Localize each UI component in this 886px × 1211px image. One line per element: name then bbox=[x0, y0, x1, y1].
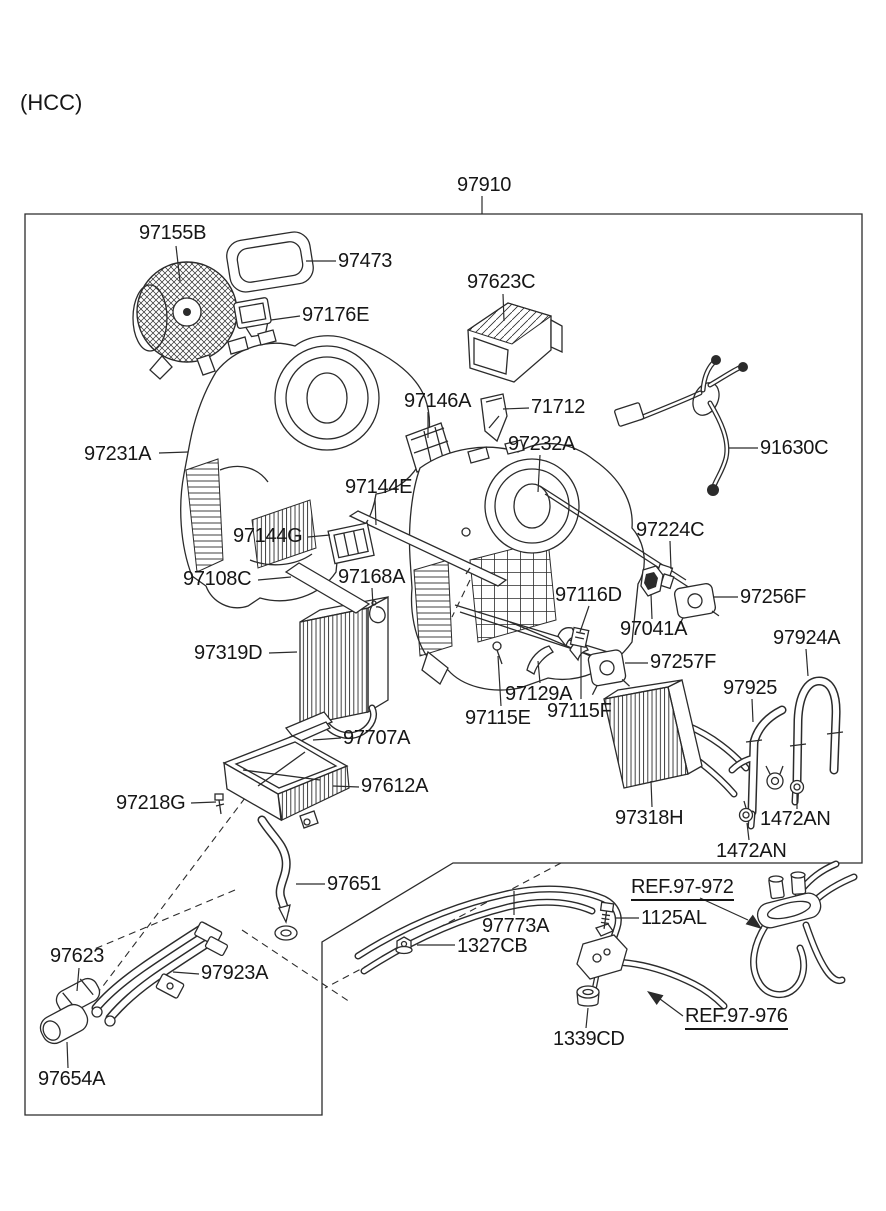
wiring-harness-91630C bbox=[614, 355, 748, 496]
ac-pipes-97773A bbox=[354, 885, 728, 1010]
drain-tray-97612A bbox=[222, 735, 350, 829]
clamp-1472AN-c bbox=[738, 800, 754, 823]
ref-arrow-97-976 bbox=[647, 991, 684, 1017]
actuator-97256F bbox=[673, 583, 720, 628]
clamp-1472AN-a bbox=[765, 765, 784, 790]
rear-heater-pipes-ref bbox=[750, 860, 858, 999]
bracket-71712 bbox=[480, 393, 508, 443]
pipe-fitting-97654A bbox=[39, 1003, 89, 1045]
screw-97218G bbox=[214, 793, 225, 815]
ref-arrow-97-972 bbox=[699, 897, 762, 929]
evaporator-core-97319D bbox=[299, 595, 389, 739]
heater-pipe-97925 bbox=[728, 705, 787, 830]
drain-hose-97651 bbox=[257, 815, 298, 941]
insulator-strip-97144E bbox=[348, 510, 508, 618]
diagram-outline bbox=[24, 213, 863, 1116]
leader-lines bbox=[66, 196, 809, 1069]
suction-pipes-97923A bbox=[91, 921, 229, 1027]
screw-97115E bbox=[492, 641, 503, 665]
clamp-1472AN-b bbox=[789, 779, 805, 795]
cover-sheet-97108C bbox=[284, 562, 371, 614]
heater-core-97318H bbox=[603, 679, 750, 798]
nut-1339CD bbox=[576, 985, 600, 1007]
hook-97168A bbox=[368, 600, 386, 624]
blower-housing-97231A bbox=[180, 329, 431, 609]
bracket-97115F bbox=[569, 626, 590, 649]
nut-1327CB bbox=[395, 936, 413, 955]
strap-97129A bbox=[526, 645, 554, 675]
lever-97041A bbox=[640, 565, 664, 597]
blower-resistor-97176E bbox=[233, 297, 272, 338]
bolt-1125AL bbox=[599, 901, 615, 929]
blower-motor-97155B bbox=[132, 261, 238, 380]
inlet-seal-97473 bbox=[226, 231, 314, 293]
intake-duct-97623C bbox=[466, 302, 563, 383]
actuator-97257F bbox=[587, 649, 630, 696]
insulator-pad-97144G bbox=[327, 522, 375, 565]
